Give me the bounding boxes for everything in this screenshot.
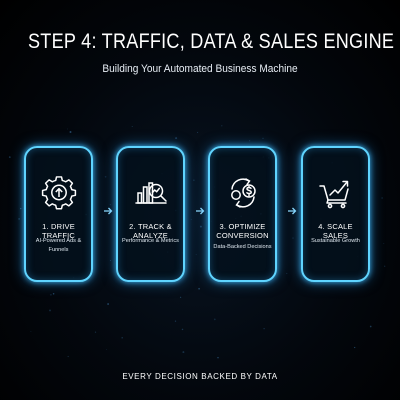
step-2-title: 2. TRACK & ANALYZE	[129, 222, 172, 240]
arrow-right-icon	[196, 207, 205, 215]
step-1-title: 1. DRIVE TRAFFIC	[41, 222, 76, 240]
arrow-right-icon	[104, 207, 113, 215]
step-card-drive-traffic: 1. DRIVE TRAFFIC AI-Powered Ads & Funnel…	[24, 146, 93, 282]
dollar-cycle-icon	[210, 176, 275, 210]
page-subtitle: Building Your Automated Business Machine	[102, 63, 298, 75]
step-3-description: Data-Backed Decisions	[213, 244, 272, 250]
cart-growth-icon	[303, 176, 368, 210]
arrow-right-icon	[288, 207, 297, 215]
gear-upload-icon	[26, 176, 91, 210]
step-card-scale-sales: 4. SCALE SALES Sustainable Growth	[301, 146, 370, 282]
chart-magnifier-icon	[118, 176, 183, 210]
step-3-title: 3. OPTIMIZE CONVERSION	[216, 222, 269, 240]
step-card-track-analyze: 2. TRACK & ANALYZE Performance & Metrics	[116, 146, 185, 282]
step-2-description: Performance & Metrics	[122, 238, 179, 244]
step-4-title: 4. SCALE SALES	[318, 222, 353, 240]
step-card-optimize-conversion: 3. OPTIMIZE CONVERSION Data-Backed Decis…	[208, 146, 277, 282]
footer-tagline: EVERY DECISION BACKED BY DATA	[122, 372, 278, 381]
step-4-description: Sustainable Growth	[311, 238, 360, 244]
step-1-description: AI-Powered Ads & Funnels	[35, 238, 82, 253]
page-title: STEP 4: TRAFFIC, DATA & SALES ENGINE	[28, 30, 395, 53]
